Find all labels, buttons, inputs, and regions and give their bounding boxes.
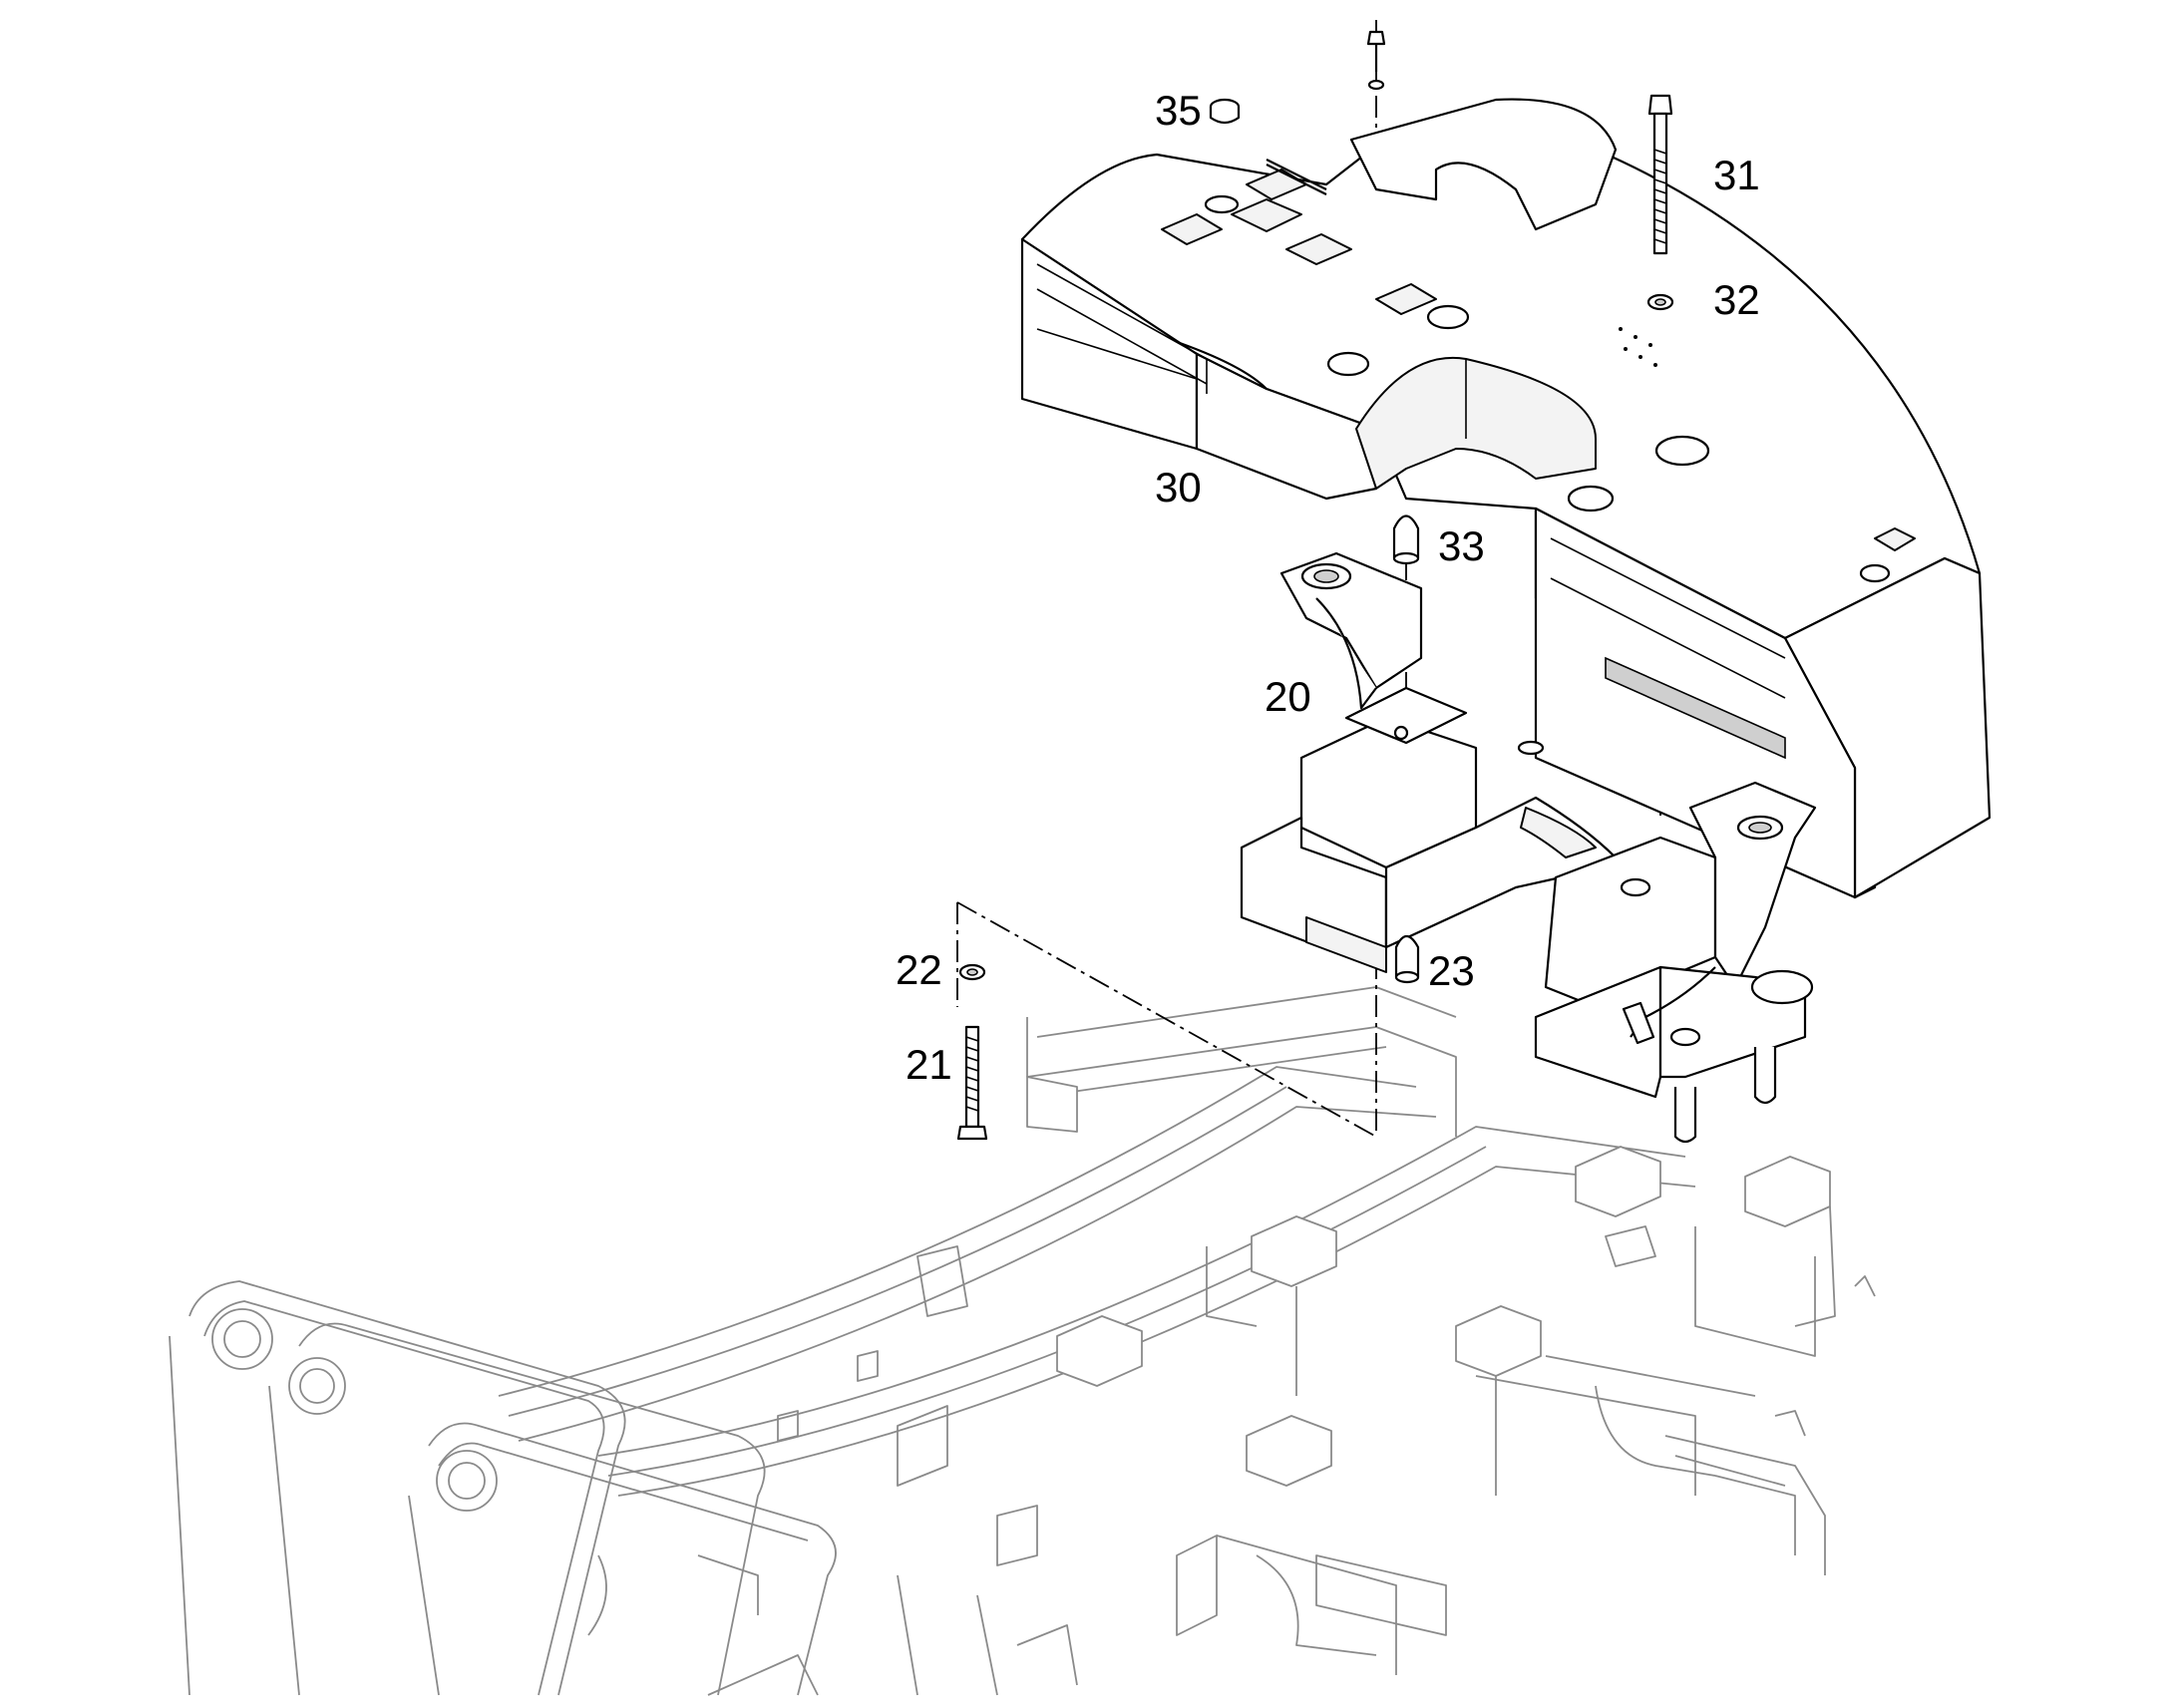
screw-top bbox=[1366, 30, 1386, 91]
callout-23: 23 bbox=[1428, 947, 1475, 994]
callout-35: 35 bbox=[1155, 87, 1202, 134]
callout-31: 31 bbox=[1713, 152, 1760, 198]
plug-part-35 bbox=[1209, 98, 1241, 125]
callout-20: 20 bbox=[1265, 673, 1311, 720]
pin-part-23 bbox=[1394, 934, 1420, 984]
pin-part-33 bbox=[1392, 514, 1420, 565]
callout-labels: 35 31 32 30 33 20 22 23 21 bbox=[896, 87, 1760, 1088]
callout-32: 32 bbox=[1713, 276, 1760, 323]
callout-21: 21 bbox=[906, 1041, 952, 1088]
chassis-frame bbox=[169, 986, 1876, 1696]
support-bracket-part-20 bbox=[1240, 551, 1817, 1144]
washer-part-22 bbox=[958, 963, 986, 981]
callout-30: 30 bbox=[1155, 464, 1202, 511]
bolt-part-31 bbox=[1647, 94, 1673, 255]
callout-22: 22 bbox=[896, 946, 942, 993]
counterweight-part-30 bbox=[1020, 98, 1992, 899]
washer-part-32 bbox=[1646, 293, 1674, 311]
bolt-part-21 bbox=[956, 1025, 988, 1141]
callout-33: 33 bbox=[1438, 522, 1485, 569]
